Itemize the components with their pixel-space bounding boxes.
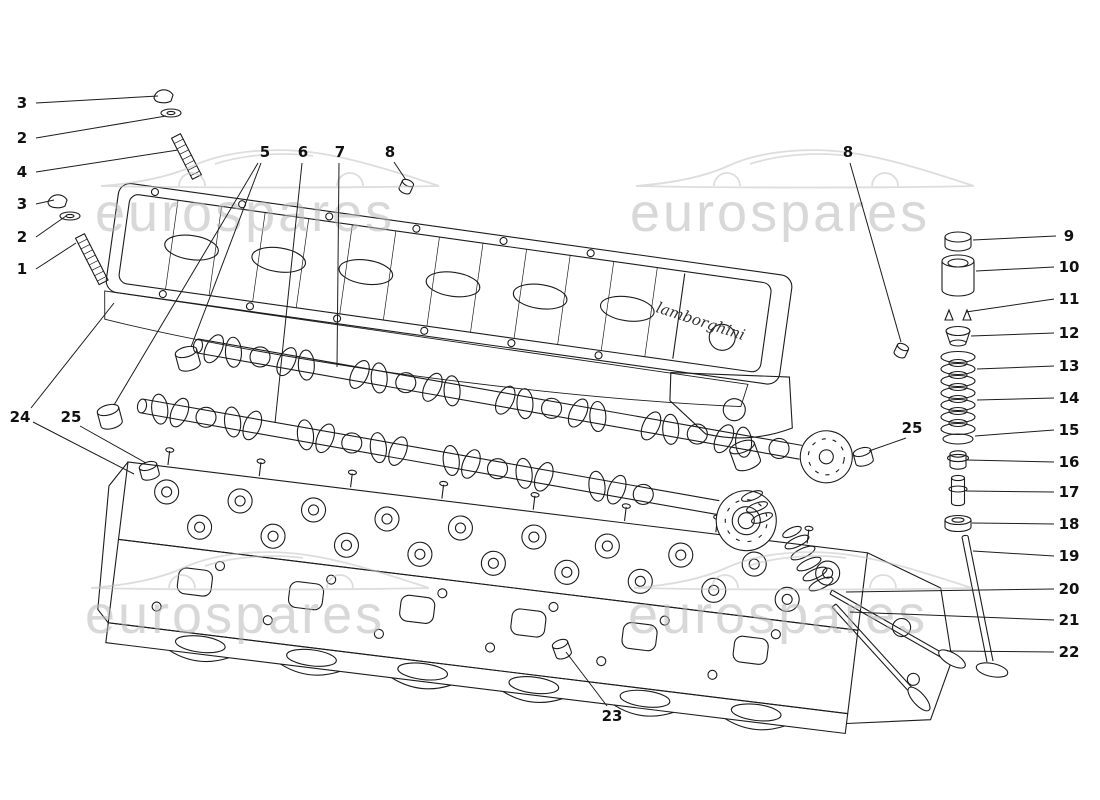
callout-8[interactable]: 8 <box>384 143 396 161</box>
leader-line-16 <box>966 459 1055 463</box>
leader-line-24 <box>32 421 135 475</box>
callout-24[interactable]: 24 <box>9 408 31 426</box>
leader-line-13 <box>976 365 1055 370</box>
plug-23 <box>551 638 572 660</box>
dome-nut-lower <box>47 194 68 209</box>
callout-21[interactable]: 21 <box>1058 611 1080 629</box>
cap-25-right <box>852 446 874 467</box>
leader-line-23 <box>565 651 608 707</box>
leader-line-19 <box>972 550 1055 557</box>
leader-line-4 <box>35 149 179 173</box>
leader-line-25 <box>868 437 907 452</box>
callout-12[interactable]: 12 <box>1058 324 1080 342</box>
callout-13[interactable]: 13 <box>1058 357 1080 375</box>
leader-line-9 <box>972 235 1057 241</box>
callout-25[interactable]: 25 <box>901 419 923 437</box>
callout-2[interactable]: 2 <box>16 129 28 147</box>
leader-line-11 <box>965 298 1055 313</box>
callout-15[interactable]: 15 <box>1058 421 1080 439</box>
callout-5[interactable]: 5 <box>259 143 271 161</box>
callout-18[interactable]: 18 <box>1058 515 1080 533</box>
callout-19[interactable]: 19 <box>1058 547 1080 565</box>
callout-8[interactable]: 8 <box>842 143 854 161</box>
cap-25-left <box>138 460 160 481</box>
callout-2[interactable]: 2 <box>16 228 28 246</box>
callout-14[interactable]: 14 <box>1058 389 1080 407</box>
leader-line-2 <box>35 115 167 139</box>
callout-7[interactable]: 7 <box>334 143 346 161</box>
leader-line-17 <box>965 490 1055 493</box>
leader-line-10 <box>975 266 1055 272</box>
camshaft-upper <box>192 334 853 484</box>
leader-line-6 <box>274 162 303 424</box>
dome-nut-upper <box>153 89 174 104</box>
callout-3[interactable]: 3 <box>16 195 28 213</box>
leader-line-3 <box>35 199 55 205</box>
leader-line-21 <box>849 611 1055 621</box>
callout-25[interactable]: 25 <box>60 408 82 426</box>
exhaust-ports <box>169 635 785 731</box>
leader-line-2 <box>35 215 67 238</box>
tappet-bucket-left <box>174 345 201 372</box>
leader-line-22 <box>946 650 1055 653</box>
leader-line-15 <box>974 429 1055 437</box>
leader-line-20 <box>845 588 1055 593</box>
tappet-bucket-left2 <box>96 403 123 430</box>
callout-23[interactable]: 23 <box>601 707 623 725</box>
leader-line-12 <box>970 332 1055 337</box>
callout-6[interactable]: 6 <box>297 143 309 161</box>
callout-22[interactable]: 22 <box>1058 643 1080 661</box>
leader-line-8 <box>849 162 902 343</box>
leader-line-8 <box>393 161 407 181</box>
callout-1[interactable]: 1 <box>16 260 28 278</box>
callout-16[interactable]: 16 <box>1058 453 1080 471</box>
leader-line-25 <box>79 425 147 464</box>
plug-8-right <box>893 342 910 359</box>
leader-line-18 <box>971 522 1055 525</box>
leader-line-5 <box>190 162 262 348</box>
leader-line-7 <box>336 162 340 368</box>
callout-9[interactable]: 9 <box>1063 227 1075 245</box>
callout-3[interactable]: 3 <box>16 94 28 112</box>
callout-11[interactable]: 11 <box>1058 290 1080 308</box>
valve-train-stack <box>940 231 1009 678</box>
callout-10[interactable]: 10 <box>1058 258 1080 276</box>
leader-line-24 <box>30 302 115 409</box>
callout-17[interactable]: 17 <box>1058 483 1080 501</box>
leader-line-1 <box>35 242 77 270</box>
callout-20[interactable]: 20 <box>1058 580 1080 598</box>
leader-line-3 <box>35 95 159 104</box>
camshaft-lower <box>136 393 777 552</box>
leader-line-5 <box>113 162 259 406</box>
callout-4[interactable]: 4 <box>16 163 28 181</box>
leader-line-14 <box>976 397 1055 401</box>
